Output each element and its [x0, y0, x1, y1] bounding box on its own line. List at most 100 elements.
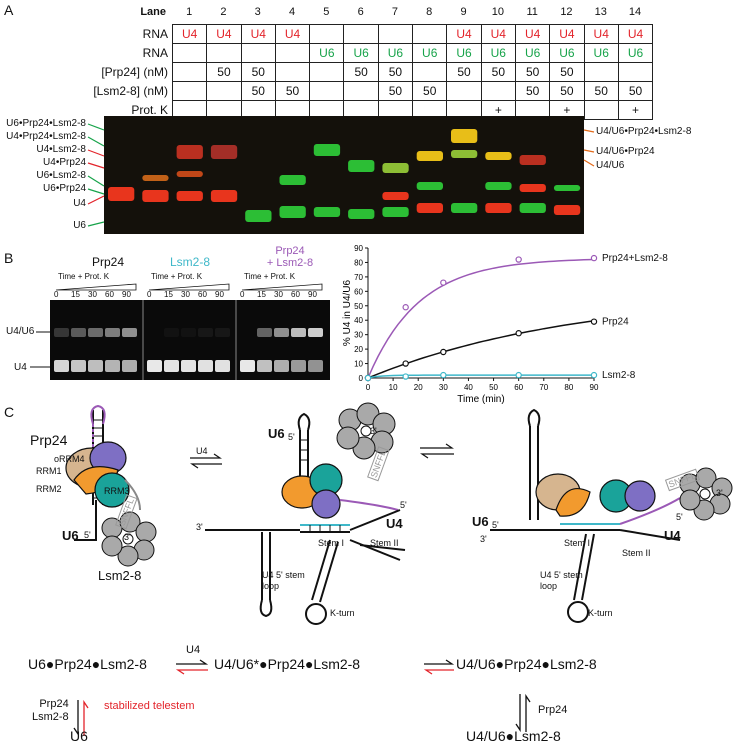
lane-cell [274, 62, 311, 82]
gel-band [382, 163, 409, 173]
gel-band [485, 182, 512, 190]
y-tick-label: 0 [359, 374, 364, 383]
c-u6-left: U6 [62, 528, 79, 543]
lane-cell: U4 [583, 24, 619, 44]
gel-a-leader-line [87, 175, 105, 187]
gel-band [451, 129, 478, 143]
gel-a-right-label: U4/U6•Prp24•Lsm2-8 [596, 126, 692, 137]
lane-row-label: [Lsm2-8] (nM) [93, 84, 168, 98]
gel-b-band-u4 [105, 360, 120, 372]
scheme-state-3: U4/U6●Prp24●Lsm2-8 [456, 656, 597, 672]
y-tick-label: 30 [354, 331, 363, 340]
gel-band [416, 151, 443, 161]
lane-cell [617, 62, 654, 82]
gel-b-band-u4 [198, 360, 213, 372]
y-tick-label: 50 [354, 302, 363, 311]
gel-b-band-u4 [122, 360, 137, 372]
gel-b-label-u4u6: U4/U6 [6, 326, 35, 337]
gel-a-bands [108, 129, 581, 222]
lane-cell: U4 [274, 24, 311, 44]
gel-b-band-u4u6 [215, 328, 230, 337]
gel-b-subtitle: Time + Prot. K [58, 272, 110, 281]
lane-number: 7 [391, 6, 398, 18]
gel-a-leader-line [87, 123, 105, 131]
gel-band [313, 207, 341, 217]
c-three-middle-lsm: 3' [370, 426, 377, 436]
lane-cell: 50 [343, 62, 379, 82]
x-tick-label: 0 [366, 383, 371, 392]
c-three-right-lsm: 3' [716, 488, 723, 498]
gel-b-band-u4u6 [198, 328, 213, 337]
c-kturn-right: K-turn [588, 608, 613, 618]
lane-cell: 50 [446, 62, 482, 82]
lane-cell [446, 81, 482, 101]
lane-cell [309, 24, 345, 44]
scheme-arrows [73, 659, 531, 737]
lane-number: 14 [628, 6, 642, 18]
data-point [402, 360, 409, 367]
gel-a-leader-line [87, 195, 105, 205]
lane-row-label: Prot. K [131, 103, 168, 117]
lane-number: 8 [426, 6, 433, 18]
gel-band [279, 206, 306, 218]
gel-band [382, 207, 409, 217]
c-u4-right: U4 [664, 528, 681, 543]
lane-cell: 50 [514, 62, 551, 82]
lane-cell: U6 [617, 43, 654, 63]
x-tick-label: 90 [590, 383, 599, 392]
c-rrm3-label: RRM3 [104, 486, 130, 496]
gel-b-timepoint: 0 [54, 290, 59, 299]
gel-band [142, 175, 169, 181]
lane-number: 4 [288, 6, 296, 18]
lane-cell: 50 [480, 62, 516, 82]
gel-b-band-u4u6 [291, 328, 306, 337]
lane-number: 1 [186, 6, 193, 18]
gel-b-timepoint: 60 [291, 290, 300, 299]
lane-number: 13 [594, 6, 607, 18]
lane-cell: U4 [206, 24, 242, 44]
gel-b-title-2: Lsm2-8 [169, 255, 210, 269]
gel-band [176, 145, 203, 159]
lane-cell [309, 62, 345, 82]
gel-b-timepoint: 90 [122, 290, 131, 299]
gel-a-left-label: U4•Prp24 [43, 157, 86, 168]
gel-b-timepoint: 15 [71, 290, 80, 299]
gel-b-wedges [55, 283, 323, 291]
c-stem1-middle: Stem I [318, 538, 345, 548]
gel-a [104, 116, 584, 234]
c-lsm-left: Lsm2-8 [98, 568, 142, 583]
gel-b-band-u4 [274, 360, 289, 372]
gel-b-title-1: Prp24 [91, 255, 125, 269]
scheme-prp24: Prp24 [538, 704, 568, 716]
lane-cell: U6 [309, 43, 345, 63]
gel-b-timepoint: 30 [181, 290, 190, 299]
gel-b-bands [54, 300, 323, 380]
gel-b-band-u4 [240, 360, 255, 372]
gel-a-leader-line [87, 162, 105, 169]
gel-b-timepoint: 30 [88, 290, 97, 299]
x-tick-label: 10 [389, 383, 398, 392]
panel-b-letter: B [4, 250, 14, 266]
x-axis-label: Time (min) [457, 394, 504, 405]
scheme-prp24-lsm: Prp24 Lsm2-8 [32, 698, 69, 723]
gel-b-timepoint: 90 [308, 290, 317, 299]
c-prp24-label: Prp24 [30, 432, 68, 448]
lane-cell [240, 43, 276, 63]
gel-b-subtitle: Time + Prot. K [244, 272, 296, 281]
data-point [515, 371, 522, 379]
data-point [590, 371, 598, 379]
gel-b-label-u4: U4 [14, 362, 27, 373]
c-kturn-middle: K-turn [330, 608, 355, 618]
gel-band [142, 190, 169, 202]
gel-b-band-u4 [147, 360, 162, 372]
lane-number: 6 [357, 6, 364, 18]
gel-b-band-u4u6 [164, 328, 179, 337]
c-five-right: 5' [492, 520, 499, 530]
gel-a-leader-lines [87, 123, 595, 227]
gel-a-leader-line [87, 136, 105, 147]
gel-a-left-label: U6 [73, 220, 86, 231]
gel-b-band-u4u6 [122, 328, 137, 337]
middle-complex [205, 402, 406, 625]
